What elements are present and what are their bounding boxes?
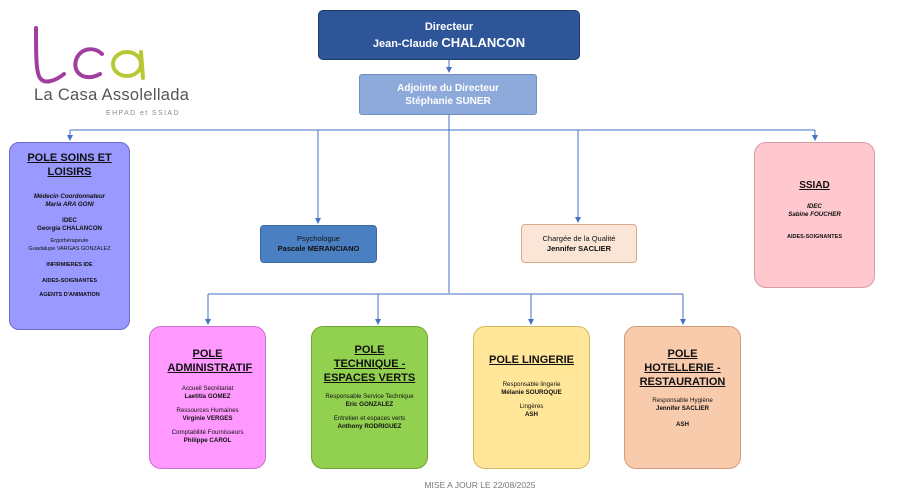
director-role: Directeur [424, 20, 474, 33]
director-name: Jean-Claude CHALANCON [373, 35, 525, 50]
hotel-s2-name: ASH [675, 421, 690, 428]
quality-name: Jennifer SACLIER [546, 243, 612, 253]
lingerie-s1-name: Mélanie SOUROQUE [501, 389, 562, 396]
lingerie-s2-role: Lingères [519, 403, 544, 410]
ssiad-idec-name: Sabine FOUCHER [788, 211, 841, 218]
pole-admin-box: POLE ADMINISTRATIF Accueil Secrétariat L… [149, 326, 266, 469]
lingerie-s2-name: ASH [524, 411, 539, 418]
admin-s3-name: Philippe CAROL [183, 437, 232, 444]
hotel-s1-role: Responsable Hygiène [652, 397, 713, 404]
pole-admin-title: POLE ADMINISTRATIF [167, 348, 253, 374]
pole-soins-title: POLE SOINS ET LOISIRS [27, 152, 112, 178]
update-footer: MISE A JOUR LE 22/08/2025 [424, 480, 536, 490]
ergo-name: Guadalupe VARGAS GONZALEZ [28, 246, 111, 252]
idec-name: Georgia CHALANCON [37, 225, 102, 232]
ssiad-title: SSIAD [799, 180, 830, 191]
ergo-role: Ergothérapeute [50, 238, 89, 244]
aides-label: AIDES-SOIGNANTES [41, 278, 97, 284]
pole-lingerie-box: POLE LINGERIE Responsable lingerie Mélan… [473, 326, 590, 469]
psychologist-role: Psychologue [297, 234, 340, 243]
deputy-role: Adjointe du Directeur [397, 82, 499, 94]
admin-s1-name: Laetitia GOMEZ [184, 393, 231, 400]
admin-s2-name: Virginie VERGES [182, 415, 233, 422]
agents-label: AGENTS D'ANIMATION [39, 292, 100, 298]
deputy-name: Stéphanie SUNER [405, 95, 491, 107]
director-last-name: CHALANCON [441, 34, 526, 50]
lca-logo-icon [34, 26, 145, 84]
medecin-role: Médecin Coordonnateur [33, 193, 106, 200]
quality-box: Chargée de la Qualité Jennifer SACLIER [521, 224, 637, 263]
logo-subtitle: EHPAD et SSIAD [106, 110, 180, 117]
admin-s2-role: Ressources Humaines [176, 407, 239, 414]
pole-hotel-title: POLE HOTELLERIE - RESTAURATION [639, 348, 726, 388]
idec-role: IDEC [62, 217, 77, 224]
pole-tech-title: POLE TECHNIQUE - ESPACES VERTS [323, 344, 416, 384]
ssiad-aides-label: AIDES-SOIGNANTES [786, 234, 842, 240]
pole-tech-box: POLE TECHNIQUE - ESPACES VERTS Responsab… [311, 326, 428, 469]
quality-role: Chargée de la Qualité [542, 233, 616, 243]
admin-s1-role: Accueil Secrétariat [181, 385, 234, 392]
infirmieres-label: INFIRMIERES IDE [46, 262, 93, 268]
tech-s1-role: Responsable Service Technique [325, 393, 414, 400]
tech-s2-role: Entretien et espaces verts [333, 415, 406, 422]
psychologist-box: Psychologue Pascale MERANCIANO [260, 225, 377, 263]
director-box: Directeur Jean-Claude CHALANCON [318, 10, 580, 60]
pole-hotel-box: POLE HOTELLERIE - RESTAURATION Responsab… [624, 326, 741, 469]
lingerie-s1-role: Responsable lingerie [502, 381, 561, 388]
hotel-s1-name: Jennifer SACLIER [656, 405, 709, 412]
pole-lingerie-title: POLE LINGERIE [489, 354, 574, 366]
tech-s2-name: Anthony RODRIGUEZ [337, 423, 402, 430]
deputy-box: Adjointe du Directeur Stéphanie SUNER [359, 74, 537, 115]
medecin-name: Maria ARA GONI [45, 201, 94, 208]
director-first-name: Jean-Claude [372, 37, 439, 50]
logo-name: La Casa Assolellada [34, 86, 190, 104]
ssiad-idec-role: IDEC [807, 203, 822, 210]
ssiad-box: SSIAD IDEC Sabine FOUCHER AIDES-SOIGNANT… [754, 142, 875, 288]
pole-soins-box: POLE SOINS ET LOISIRS Médecin Coordonnat… [9, 142, 130, 330]
admin-s3-role: Comptabilité Fournisseurs [171, 429, 244, 436]
tech-s1-name: Eric GONZALEZ [345, 401, 394, 408]
psychologist-name: Pascale MERANCIANO [277, 244, 360, 253]
